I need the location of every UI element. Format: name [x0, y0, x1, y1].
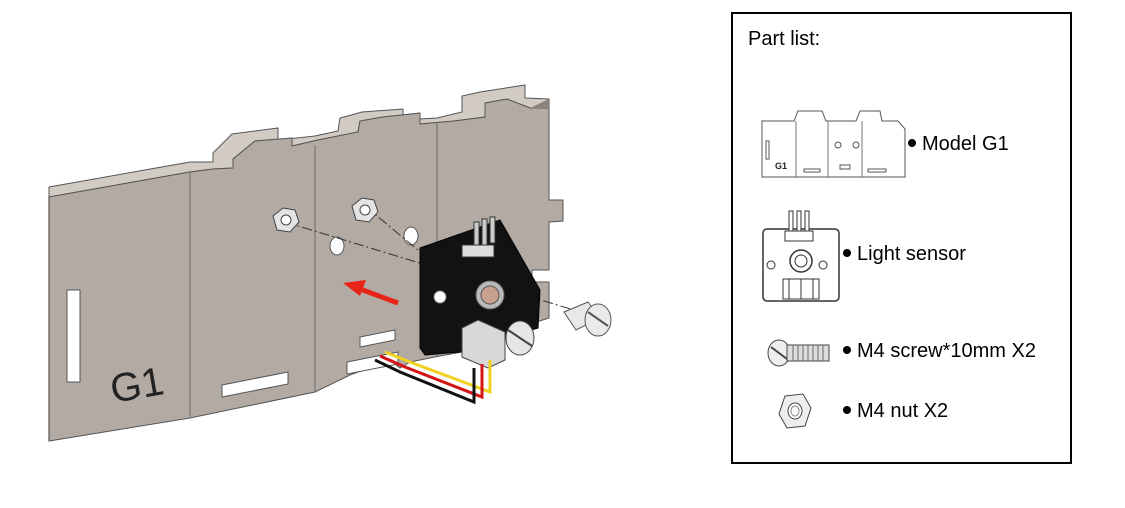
panel-side-edge — [530, 99, 549, 108]
panel-face — [48, 98, 564, 442]
bullet — [843, 345, 851, 354]
assembly-diagram: G1 — [48, 84, 612, 442]
part-item-model-g1: G1 Model G1 — [733, 109, 1070, 189]
panel-slot-vertical — [66, 289, 81, 383]
nut-icon — [778, 393, 812, 429]
light-sensor-icon — [762, 210, 840, 302]
sensor-wires — [374, 350, 492, 405]
direction-arrow — [343, 280, 399, 306]
panel-label: G1 — [107, 359, 167, 412]
part-list-panel: Part list: G1 Model G1 — [731, 12, 1072, 464]
bullet — [908, 138, 916, 147]
nut-left — [272, 207, 300, 233]
part-label-screw: M4 screw*10mm X2 — [843, 340, 1036, 363]
part-item-nut: M4 nut X2 — [733, 392, 1070, 432]
part-label-nut: M4 nut X2 — [843, 400, 948, 423]
part-list-title: Part list: — [748, 28, 821, 50]
model-g1-icon: G1 — [761, 110, 906, 178]
part-item-screw: M4 screw*10mm X2 — [733, 336, 1070, 376]
light-sensor-board — [419, 216, 541, 369]
loose-screw — [563, 301, 612, 337]
nut-right — [351, 197, 379, 223]
panel-slot-bottom — [221, 371, 289, 398]
part-label-model-g1: Model G1 — [908, 133, 1009, 156]
panel-hole-right — [403, 226, 419, 246]
bullet — [843, 405, 851, 414]
screw-icon — [767, 339, 830, 367]
panel-slot-upper — [359, 329, 396, 348]
model-g1-thumbnail-label: G1 — [775, 161, 787, 171]
part-label-light-sensor: Light sensor — [843, 243, 966, 266]
bullet — [843, 248, 851, 257]
part-item-light-sensor: Light sensor — [733, 209, 1070, 309]
panel-hole-left — [329, 236, 345, 256]
